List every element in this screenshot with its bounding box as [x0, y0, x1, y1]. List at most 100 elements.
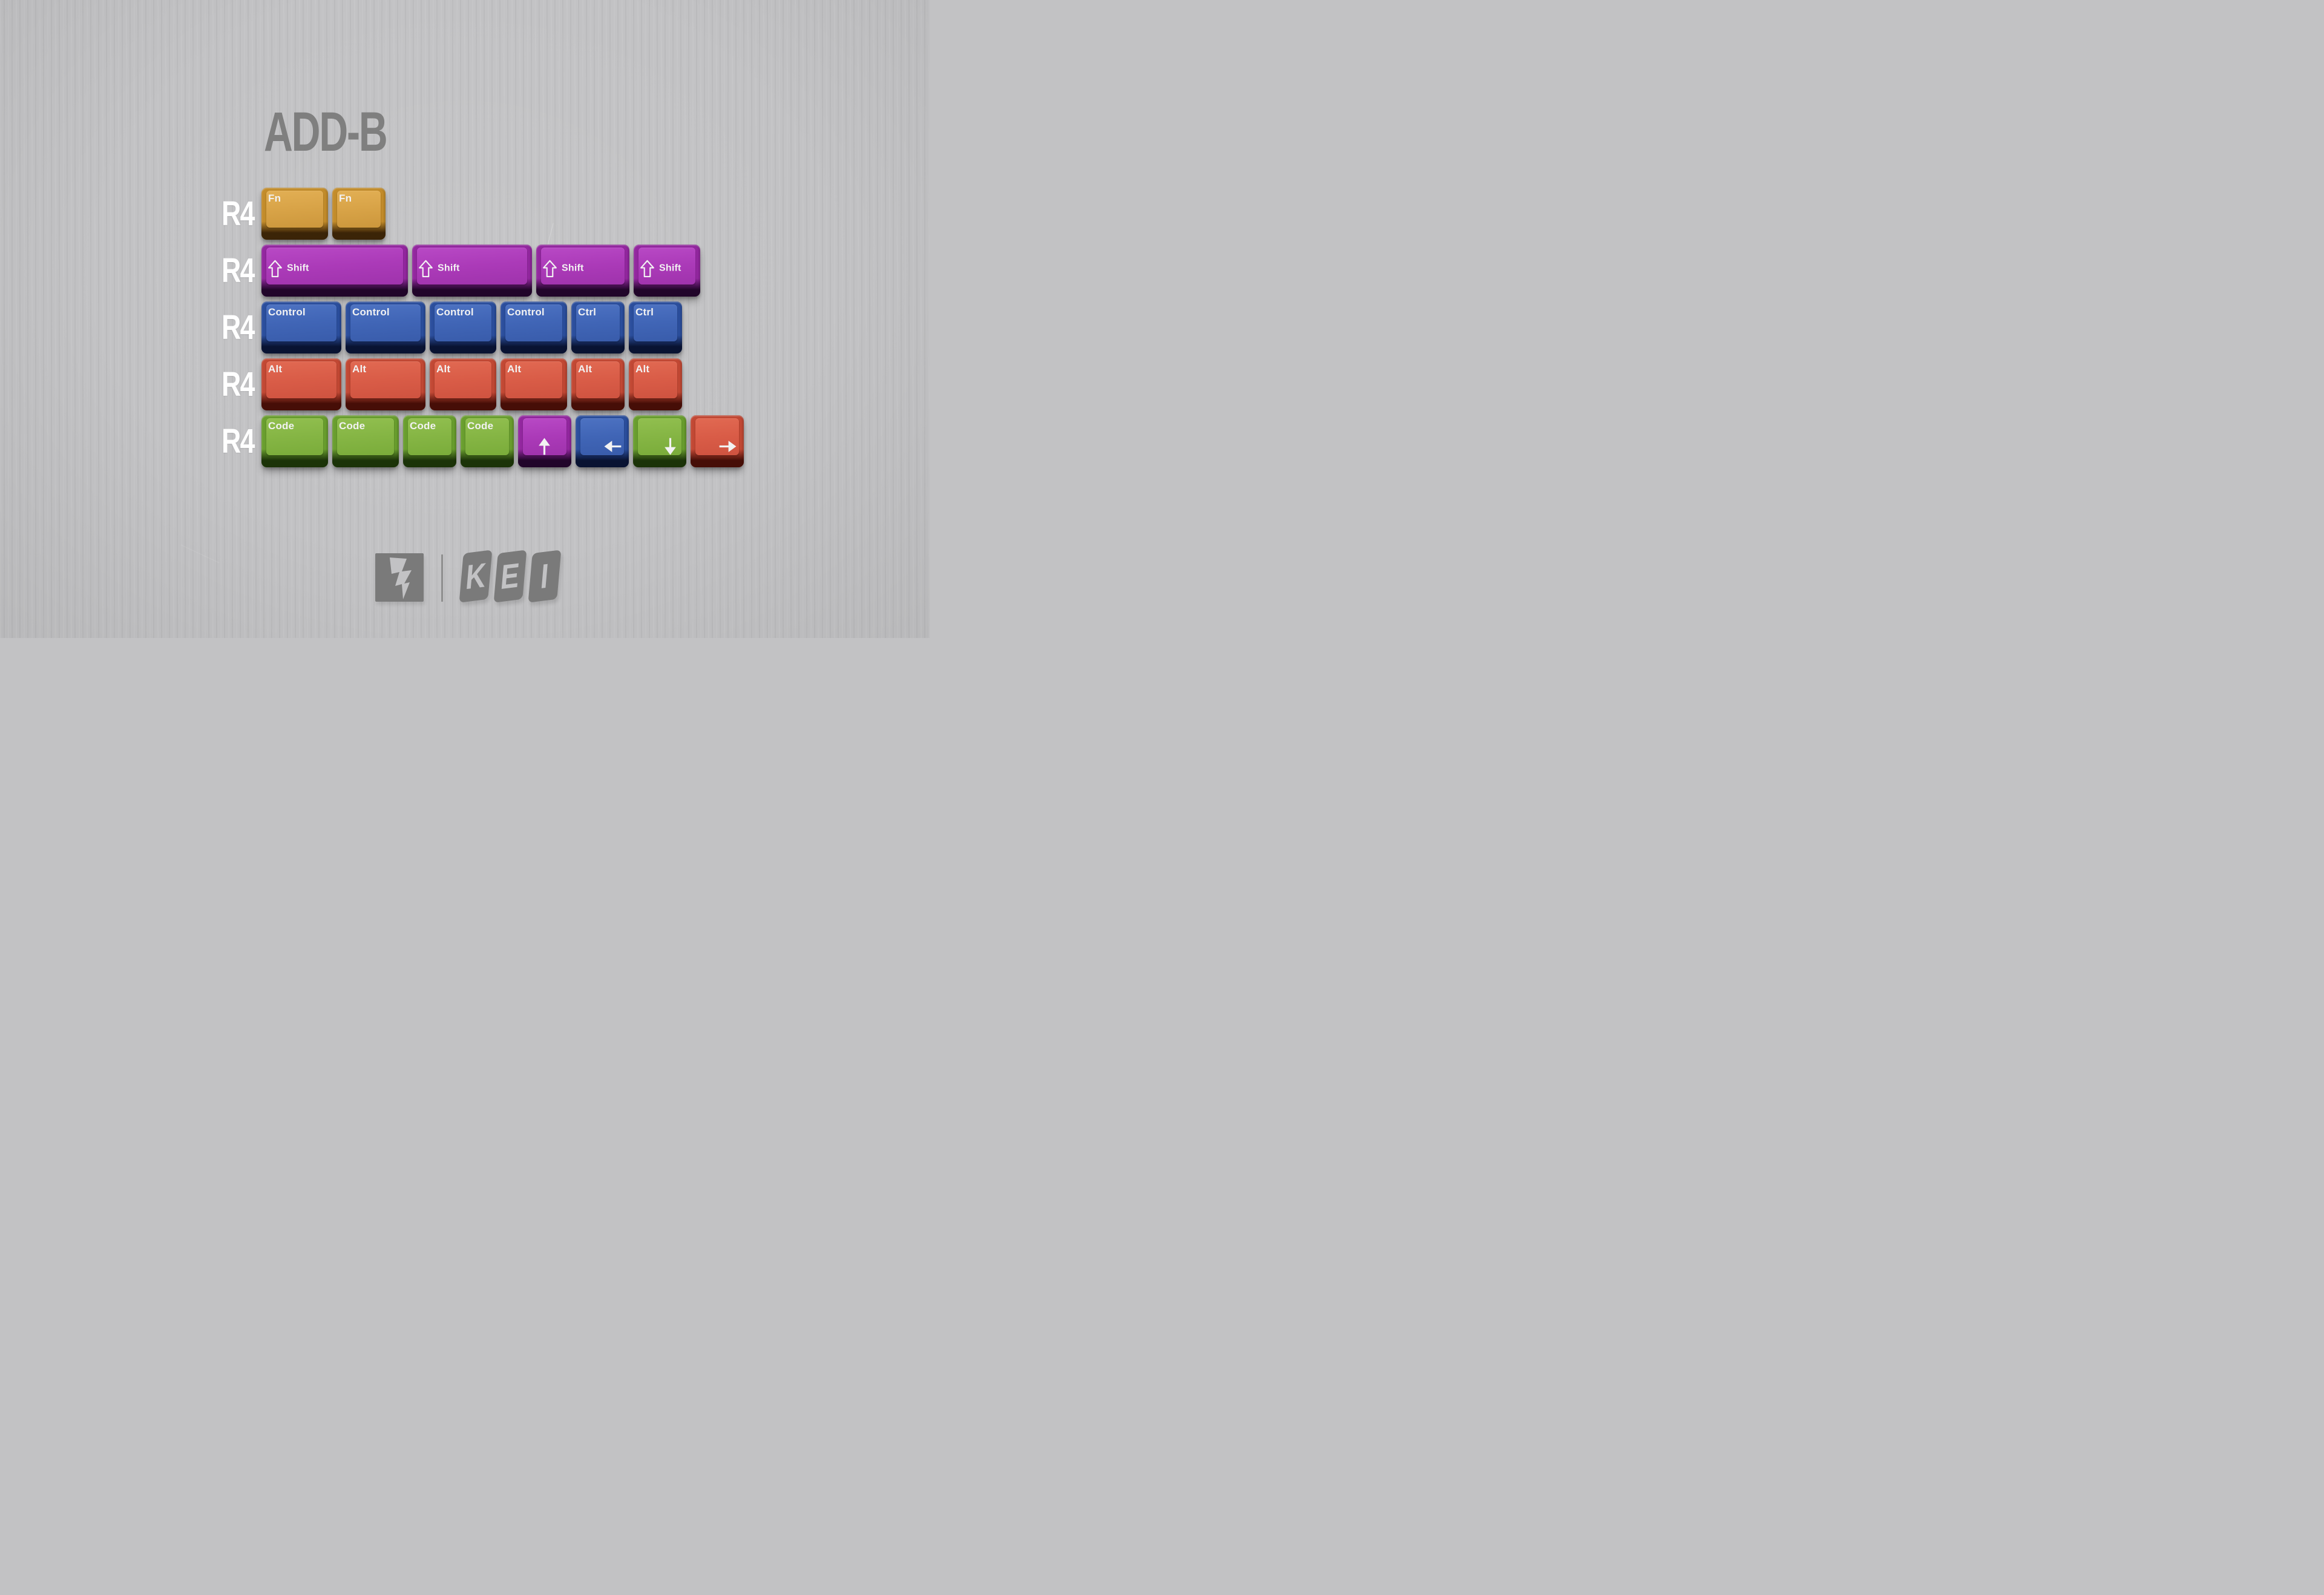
key-legend: Control: [268, 306, 306, 318]
keycap-ctrl-1u: Ctrl: [571, 301, 625, 354]
keycap-ctrl-1u: Ctrl: [629, 301, 682, 354]
keycap-row-3: R4 Control Control Control Control Ctrl Ctrl: [213, 301, 682, 354]
keycap-top-face: [266, 191, 323, 228]
keycap-top-face: [465, 418, 509, 455]
key-legend: Fn: [268, 192, 281, 204]
arrow-left-icon: [604, 441, 622, 453]
keycap-alt-1.5u: Alt: [346, 358, 425, 410]
keycap-control-1.5u: Control: [346, 301, 425, 354]
keycap-top-face: [350, 361, 421, 398]
keycap-shift-2.25u: Shift: [412, 245, 532, 297]
shift-up-arrow-icon: [640, 260, 654, 277]
arrow-down-icon: [665, 438, 676, 455]
key-legend: Code: [339, 420, 366, 432]
keycap-row-5: R4 Code Code Code Code: [213, 415, 744, 467]
keycap-top-face: [576, 304, 620, 341]
brand-letter-tile: E: [493, 550, 527, 603]
key-legend: Code: [467, 420, 494, 432]
key-legend: Code: [268, 420, 295, 432]
shift-up-arrow-icon: [268, 260, 282, 277]
keycap-arrow-down-1u: [633, 415, 686, 467]
keycap-top-face: [634, 304, 677, 341]
key-legend: Control: [507, 306, 545, 318]
keycap-alt-1.5u: Alt: [261, 358, 341, 410]
keycap-top-face: [266, 304, 336, 341]
keys-group: Fn Fn: [261, 188, 386, 240]
logo-divider: [441, 554, 443, 602]
keycap-arrow-right-1u: [691, 415, 744, 467]
keycap-code-1u: Code: [403, 415, 456, 467]
key-legend: Shift: [562, 263, 584, 274]
brand-letter: K: [464, 555, 488, 597]
key-legend: Alt: [507, 363, 522, 375]
keycap-control-1.25u: Control: [501, 301, 567, 354]
keycap-fn-1.25u: Fn: [261, 188, 328, 240]
key-legend: Control: [352, 306, 390, 318]
key-legend: Alt: [268, 363, 283, 375]
shift-legend-group: Shift: [268, 259, 309, 278]
keycap-shift-2.75u: Shift: [261, 245, 408, 297]
key-legend: Alt: [352, 363, 367, 375]
brand-letter: E: [499, 555, 522, 597]
key-legend: Ctrl: [635, 306, 654, 318]
row-label: R4: [222, 307, 255, 347]
shift-legend-group: Shift: [418, 259, 460, 278]
keycap-arrow-left-1u: [576, 415, 629, 467]
keycap-code-1.25u: Code: [332, 415, 399, 467]
keycap-shift-1.25u: Shift: [634, 245, 700, 297]
keycap-alt-1u: Alt: [571, 358, 625, 410]
key-legend: Shift: [438, 263, 460, 274]
keycap-top-face: [435, 304, 491, 341]
keycap-alt-1.25u: Alt: [430, 358, 496, 410]
key-legend: Fn: [339, 192, 352, 204]
shift-legend-group: Shift: [640, 259, 681, 278]
brand-wordmark: K E I: [459, 550, 562, 603]
row-label: R4: [222, 251, 255, 290]
keycap-top-face: [408, 418, 451, 455]
row-label: R4: [222, 421, 255, 461]
brand-letter-tile: I: [528, 550, 562, 603]
shift-up-arrow-icon: [543, 260, 557, 277]
arrow-right-icon: [719, 441, 737, 453]
keycap-top-face: [505, 304, 562, 341]
keycap-top-face: [580, 418, 624, 455]
key-legend: Alt: [635, 363, 650, 375]
keys-group: Shift Shift Shift Shift: [261, 245, 700, 297]
keycap-fn-1u: Fn: [332, 188, 386, 240]
keycap-code-1u: Code: [461, 415, 514, 467]
keycap-control-1.25u: Control: [430, 301, 496, 354]
brand-letter-tile: K: [459, 550, 493, 603]
key-legend: Ctrl: [578, 306, 597, 318]
keycap-top-face: [350, 304, 421, 341]
keycap-row-1: R4 Fn Fn: [213, 188, 386, 240]
keycap-top-face: [638, 248, 695, 284]
keycap-row-2: R4 Shift Shift Shift Shift: [213, 245, 700, 297]
key-legend: Shift: [287, 263, 309, 274]
keys-group: Alt Alt Alt Alt Alt Alt: [261, 358, 682, 410]
key-legend: Alt: [436, 363, 451, 375]
shift-up-arrow-icon: [419, 260, 433, 277]
kit-title: ADD-B: [264, 101, 388, 163]
keycap-top-face: [337, 191, 381, 228]
keycap-top-face: [576, 361, 620, 398]
shift-legend-group: Shift: [542, 259, 584, 278]
arrow-up-icon: [538, 438, 550, 455]
key-legend: Shift: [659, 263, 681, 274]
brand-letter: I: [539, 556, 551, 596]
brand-bolt-badge: [375, 553, 424, 602]
keycap-top-face: [337, 418, 394, 455]
keycap-top-face: [435, 361, 491, 398]
keys-group: Control Control Control Control Ctrl Ctrl: [261, 301, 682, 354]
keycap-top-face: [505, 361, 562, 398]
keycap-top-face: [266, 361, 336, 398]
keycap-code-1.25u: Code: [261, 415, 328, 467]
keycap-alt-1.25u: Alt: [501, 358, 567, 410]
key-legend: Code: [410, 420, 436, 432]
key-legend: Control: [436, 306, 474, 318]
key-legend: Alt: [578, 363, 592, 375]
keys-group: Code Code Code Code: [261, 415, 744, 467]
keycap-shift-1.75u: Shift: [536, 245, 629, 297]
row-label: R4: [222, 194, 255, 233]
